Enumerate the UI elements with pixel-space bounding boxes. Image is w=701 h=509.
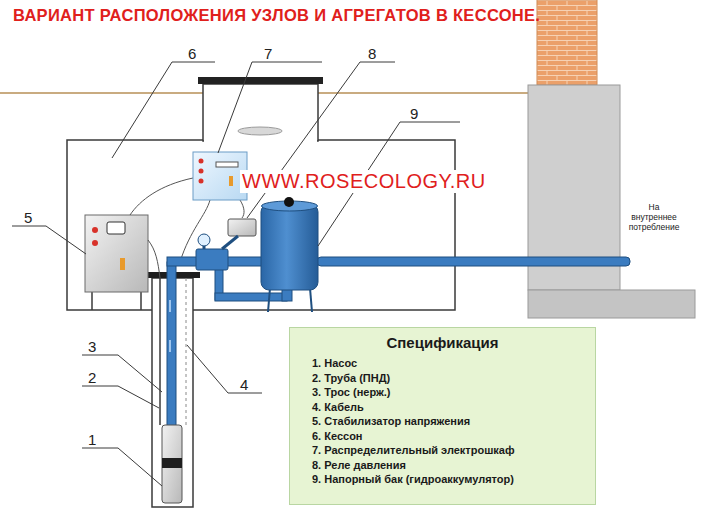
indicator bbox=[199, 179, 204, 184]
note-text: На внутреннее потребление bbox=[614, 203, 694, 232]
spec-item: 7. Распределительный электрошкаф bbox=[312, 443, 587, 458]
specification-box: Спецификация 1. Насос2. Труба (ПНД)3. Тро… bbox=[289, 327, 596, 505]
bypass-pipe bbox=[215, 293, 287, 301]
pipe-highlight bbox=[169, 340, 171, 352]
box-heading: Спецификация bbox=[298, 334, 587, 351]
brick-wall bbox=[537, 0, 597, 85]
pressure-relay bbox=[228, 219, 256, 236]
callout-number: 7 bbox=[264, 45, 272, 62]
pump-body bbox=[162, 425, 182, 503]
pressure-gauge bbox=[198, 234, 210, 246]
spec-item: 8. Реле давления bbox=[312, 458, 587, 473]
voltage-stabilizer bbox=[85, 215, 148, 292]
callout-number: 6 bbox=[188, 45, 196, 62]
callout-number: 9 bbox=[410, 105, 418, 122]
pressure-tank bbox=[261, 204, 318, 290]
house-pipe bbox=[317, 257, 630, 266]
spec-item: 9. Напорный бак (гидроаккумулятор) bbox=[312, 472, 587, 487]
indicator bbox=[199, 169, 204, 174]
indicator bbox=[199, 159, 204, 164]
spec-item: 2. Труба (ПНД) bbox=[312, 371, 587, 386]
callout-number: 3 bbox=[88, 338, 96, 355]
pipe-highlight bbox=[169, 300, 171, 312]
stabilizer-leg bbox=[140, 292, 142, 310]
callout-number: 1 bbox=[88, 431, 96, 448]
caisson-neck bbox=[203, 84, 318, 141]
wire bbox=[130, 178, 193, 215]
tank-leg bbox=[310, 288, 312, 312]
pump-band bbox=[162, 458, 182, 468]
spec-item: 1. Насос bbox=[312, 356, 587, 371]
spec-item: 3. Трос (нерж.) bbox=[312, 385, 587, 400]
spec-item: 4. Кабель bbox=[312, 400, 587, 415]
wire bbox=[148, 240, 160, 278]
neck-opening bbox=[204, 138, 317, 142]
cabinet-display bbox=[216, 162, 238, 167]
diagram-title: ВАРИАНТ РАСПОЛОЖЕНИЯ УЗЛОВ И АГРЕГАТОВ В… bbox=[13, 6, 540, 25]
distribution-cabinet bbox=[193, 152, 247, 200]
caisson-body bbox=[67, 140, 455, 310]
hatch-lid bbox=[198, 77, 323, 84]
hatch-ring bbox=[238, 127, 282, 135]
callout-number: 4 bbox=[240, 376, 248, 393]
indicator bbox=[92, 227, 98, 233]
indicator bbox=[92, 240, 98, 246]
callout-number: 8 bbox=[368, 45, 376, 62]
relay-stem bbox=[222, 236, 238, 249]
foundation-base bbox=[528, 290, 695, 318]
hdpe-pipe bbox=[167, 262, 176, 426]
spec-item: 6. Кессон bbox=[312, 429, 587, 444]
stabilizer-leg bbox=[91, 292, 93, 310]
tank-leg bbox=[268, 288, 270, 312]
stabilizer-display bbox=[107, 222, 125, 234]
spec-item: 5. Стабилизатор напряжения bbox=[312, 414, 587, 429]
watermark: WWW.ROSECOLOGY.RU bbox=[240, 170, 488, 193]
cabinet-switch bbox=[229, 176, 233, 186]
wire bbox=[240, 200, 244, 218]
pump-cable bbox=[159, 278, 161, 425]
callout-number: 2 bbox=[88, 369, 96, 386]
five-way-fitting bbox=[196, 249, 228, 270]
steel-rope bbox=[186, 278, 187, 425]
tank-valve bbox=[284, 197, 294, 207]
callout-number: 5 bbox=[24, 209, 32, 226]
stabilizer-switch bbox=[120, 258, 125, 270]
